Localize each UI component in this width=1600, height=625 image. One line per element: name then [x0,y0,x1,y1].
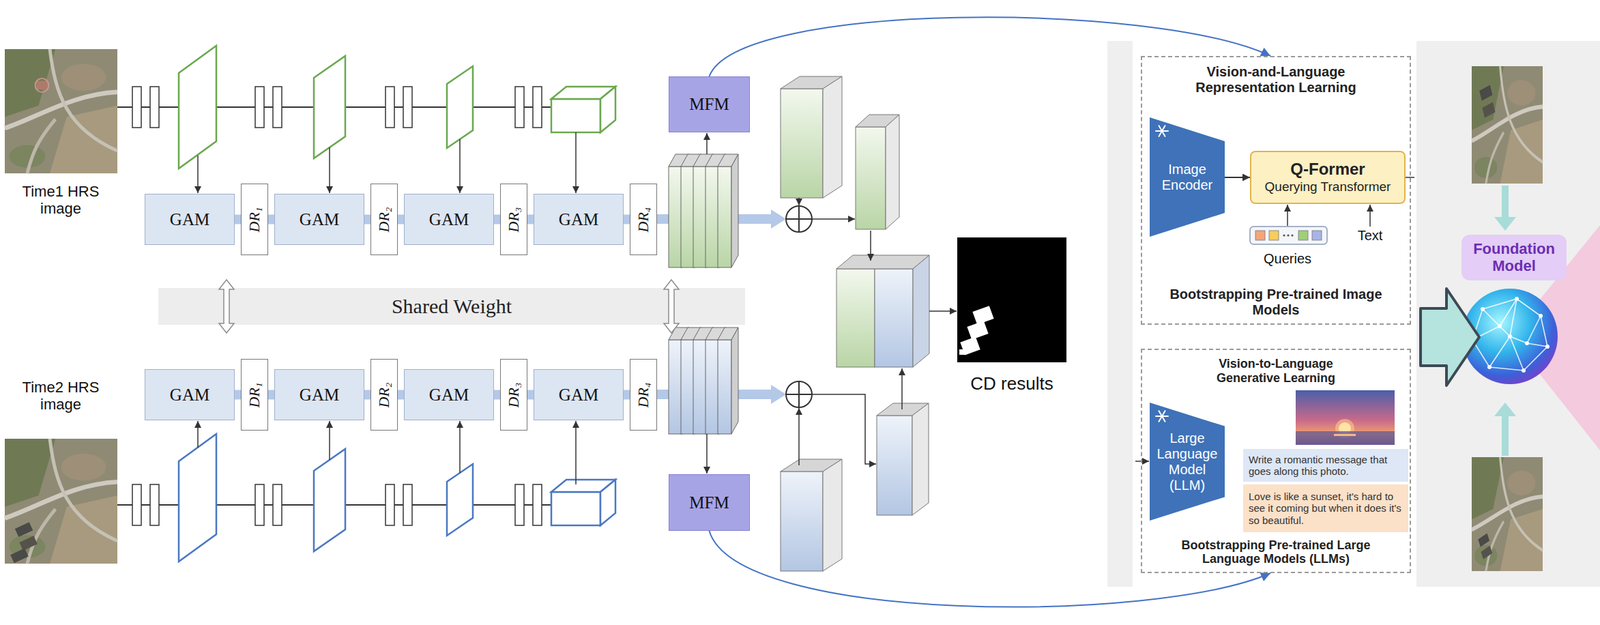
node-label: GAM [299,210,340,230]
panel-subtitle: Bootstrapping Pre-trained Image Models [1166,286,1386,318]
sunset-photo [1295,390,1395,445]
aerial-photo [4,49,118,174]
node-label: DR₁ [245,206,264,232]
input-label: Time2 HRS image [16,378,106,414]
box-title: Q-Former [1290,159,1365,180]
node-label: GAM [169,385,210,405]
dashed-panel: Vision-and-Language Representation Learn… [1140,55,1412,325]
frozen-model: Image Encoder [1149,117,1225,237]
panel-title: Vision-and-Language Representation Learn… [1166,64,1386,96]
feature-band [493,390,501,400]
double-arrow [219,279,235,333]
feature-band [493,214,501,225]
node-label: DR₃ [504,206,523,232]
foundation-label: Foundation Model [1461,234,1567,281]
mfm-module: MFM [668,474,750,531]
dr-block: DR₁ [240,183,269,256]
gam-block: GAM [144,369,235,421]
node-label: Shared Weight [391,294,512,318]
feature-band [268,390,275,400]
node-label: DR₂ [375,206,394,232]
dr-block: DR₃ [500,358,528,431]
node-label: GAM [429,210,469,230]
node-label: GAM [558,210,599,230]
foundation-globe [1462,225,1600,451]
node-label: DR₄ [634,382,653,408]
curved-arrow [709,17,1272,77]
panel-title: Vision-to-Language Generative Learning [1187,356,1365,385]
encoder-bottom [117,420,616,562]
node-label: Foundation Model [1461,240,1567,274]
feature-band [364,390,371,400]
dr-block: DR₂ [370,183,398,256]
gam-block: GAM [403,193,494,245]
node-label: DR₄ [634,206,653,232]
qformer-box: Q-FormerQuerying Transformer [1249,150,1406,205]
output-label: CD results [957,373,1067,395]
node-label: Image Encoder [1155,161,1219,194]
query-tokens [1249,226,1328,245]
dr-block: DR₃ [500,183,528,256]
node-label: DR₂ [375,382,394,408]
feature-band [397,214,404,225]
mfm-module: MFM [668,76,750,133]
node-label: GAM [429,385,469,405]
feature-band [234,214,241,225]
feature-band [623,390,630,400]
gam-block: GAM [274,193,365,245]
node-label: DR₁ [245,382,264,408]
prompt-box: Write a romantic message that goes along… [1243,448,1409,482]
gam-block: GAM [403,369,494,421]
box-subtitle: Querying Transformer [1264,179,1392,196]
node-label: GAM [558,385,599,405]
aerial-photo [4,438,118,564]
text-label: Text [1353,227,1388,244]
connector-arrow [1224,176,1250,179]
query-label: Queries [1253,251,1322,267]
feature-band [364,214,371,225]
response-box: Love is like a sunset, it's hard to see … [1243,484,1409,533]
dr-block: DR₄ [629,358,658,431]
gam-block: GAM [533,369,624,421]
feature-band [397,390,404,400]
encoder-top [117,45,616,194]
input-label: Time1 HRS image [16,182,106,218]
double-arrow [663,279,679,333]
sum-symbol [786,206,812,408]
dashed-panel: Vision-to-Language Generative LearningBo… [1140,348,1412,574]
gam-block: GAM [274,369,365,421]
change-map [957,237,1067,363]
node-label: DR₃ [504,382,523,408]
feature-cube [780,76,930,572]
gam-block: GAM [533,193,624,245]
aerial-photo [1471,66,1543,184]
input-arrow [1494,185,1517,456]
feature-band [268,214,275,225]
node-label: Write a romantic message that goes along… [1248,453,1403,478]
panel-subtitle: Bootstrapping Pre-trained Large Language… [1173,538,1379,567]
feature-band [527,214,534,225]
dr-block: DR₂ [370,358,398,431]
node-label: MFM [689,493,729,513]
frozen-icon [1155,410,1169,422]
panel-ground [1107,40,1600,587]
node-label: Large Language Model (LLM) [1155,430,1219,494]
dr-block: DR₁ [240,358,269,431]
aerial-photo [1471,457,1543,572]
gam-block: GAM [144,193,235,245]
shared-weight-band: Shared Weight [158,287,746,325]
feature-band [527,390,534,400]
node-label: Love is like a sunset, it's hard to see … [1248,490,1403,527]
dr-block: DR₄ [629,183,658,256]
feature-band [234,390,241,400]
node-label: GAM [169,210,210,230]
chevron-arrow [1420,288,1480,386]
flow-arrow [798,197,957,466]
frozen-icon [1155,125,1169,137]
feature-band [623,214,630,225]
node-label: MFM [689,94,729,114]
frozen-model: Large Language Model (LLM) [1149,402,1225,521]
node-label: GAM [299,385,340,405]
